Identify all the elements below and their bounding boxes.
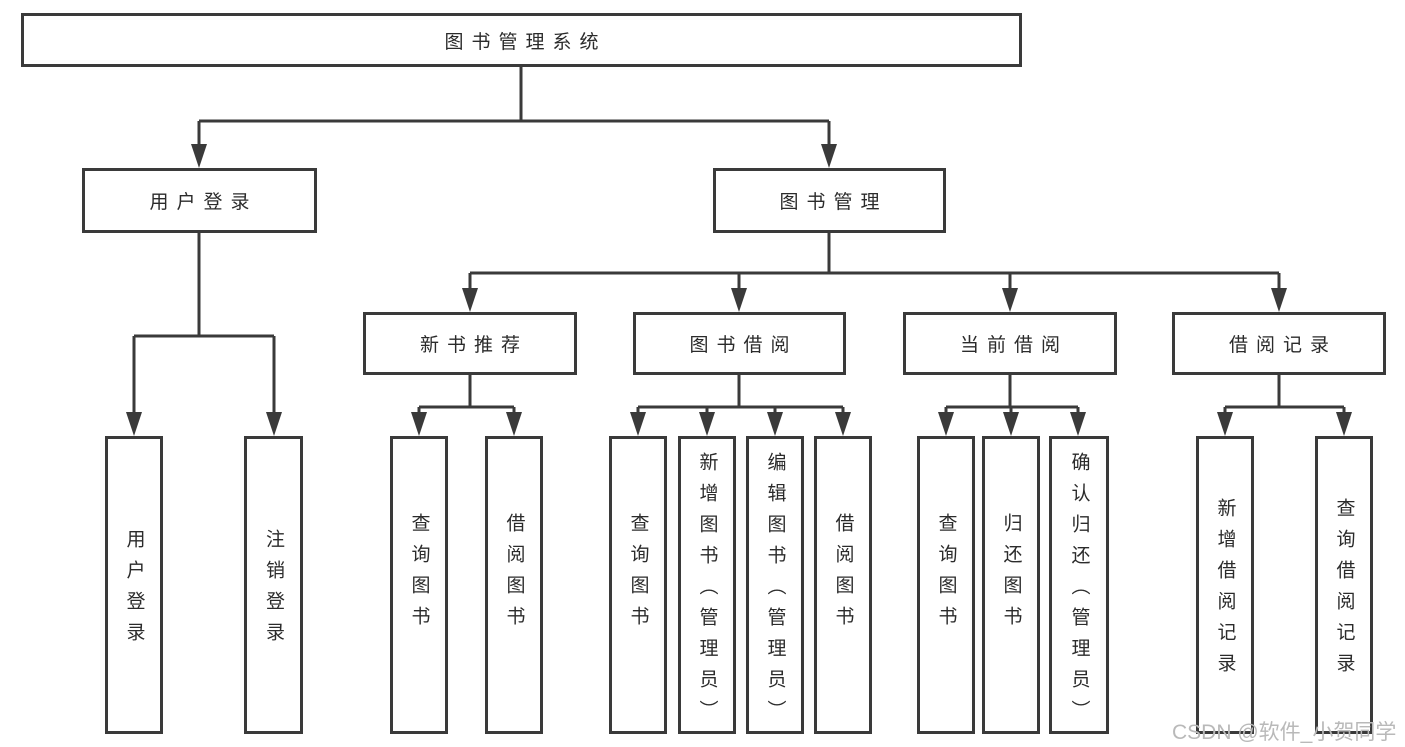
connector-borrow-record-children <box>1217 375 1352 436</box>
node-label: 借阅图书 <box>832 513 854 637</box>
arrowhead <box>938 412 954 436</box>
node-label: 图书借阅 <box>689 335 798 356</box>
arrowhead <box>630 412 646 436</box>
leaf-add-borrow-record: 新增借阅记录 <box>1196 436 1254 734</box>
connector-book-borrow-children <box>630 375 851 436</box>
node-label: 查询借阅记录 <box>1333 498 1355 684</box>
arrowhead <box>1217 412 1233 436</box>
connector-new-book-rec-children <box>411 375 522 436</box>
leaf-user-login: 用户登录 <box>105 436 163 734</box>
connector-root-to-level1 <box>191 67 837 168</box>
node-label: 用户登录 <box>149 192 258 213</box>
arrowhead <box>191 144 207 168</box>
node-label: 借阅图书 <box>503 513 525 637</box>
arrowhead <box>1070 412 1086 436</box>
leaf-query-books-borrowing: 查询图书 <box>609 436 667 734</box>
arrowhead <box>835 412 851 436</box>
node-current-borrowing: 当前借阅 <box>903 312 1117 375</box>
csdn-watermark: CSDN @软件_小贺同学 <box>1172 721 1397 744</box>
node-book-management: 图书管理 <box>713 168 946 233</box>
arrowhead <box>767 412 783 436</box>
node-user-login: 用户登录 <box>82 168 317 233</box>
leaf-return-books: 归还图书 <box>982 436 1040 734</box>
arrowhead <box>731 288 747 312</box>
node-label: 当前借阅 <box>959 335 1068 356</box>
leaf-borrow-books-recommend: 借阅图书 <box>485 436 543 734</box>
leaf-borrow-books: 借阅图书 <box>814 436 872 734</box>
leaf-query-books-current: 查询图书 <box>917 436 975 734</box>
arrowhead <box>126 412 142 436</box>
arrowhead <box>411 412 427 436</box>
node-label: 借阅记录 <box>1228 335 1337 356</box>
node-label: 用户登录 <box>123 529 145 653</box>
node-label: 查询图书 <box>627 513 649 637</box>
leaf-query-borrow-record: 查询借阅记录 <box>1315 436 1373 734</box>
leaf-add-books-admin: 新增图书（管理员） <box>678 436 736 734</box>
arrowhead <box>1003 412 1019 436</box>
node-label: 确认归还（管理员） <box>1068 451 1090 731</box>
arrowhead <box>506 412 522 436</box>
connector-user-login-children <box>126 233 282 436</box>
node-label: 新书推荐 <box>419 335 528 356</box>
node-label: 图书管理 <box>779 192 888 213</box>
arrowhead <box>462 288 478 312</box>
connector-current-borrow-children <box>938 375 1086 436</box>
node-borrowing-records: 借阅记录 <box>1172 312 1386 375</box>
leaf-edit-books-admin: 编辑图书（管理员） <box>746 436 804 734</box>
leaf-logout: 注销登录 <box>244 436 303 734</box>
leaf-query-books-recommend: 查询图书 <box>390 436 448 734</box>
node-label: 新增图书（管理员） <box>696 451 718 731</box>
arrowhead <box>1002 288 1018 312</box>
arrowhead <box>821 144 837 168</box>
node-label: 归还图书 <box>1000 513 1022 637</box>
arrowhead <box>699 412 715 436</box>
node-label: 编辑图书（管理员） <box>764 451 786 731</box>
arrowhead <box>266 412 282 436</box>
node-book-borrowing: 图书借阅 <box>633 312 846 375</box>
arrowhead <box>1271 288 1287 312</box>
node-label: 查询图书 <box>935 513 957 637</box>
node-new-book-recommend: 新书推荐 <box>363 312 577 375</box>
arrowhead <box>1336 412 1352 436</box>
connector-book-mgmt-children <box>462 233 1287 312</box>
node-label: 注销登录 <box>263 529 284 653</box>
node-label: 图书管理系统 <box>444 31 607 53</box>
leaf-confirm-return-admin: 确认归还（管理员） <box>1049 436 1109 734</box>
node-label: 查询图书 <box>408 513 430 637</box>
node-library-management-system: 图书管理系统 <box>21 13 1022 67</box>
node-label: 新增借阅记录 <box>1214 498 1236 684</box>
